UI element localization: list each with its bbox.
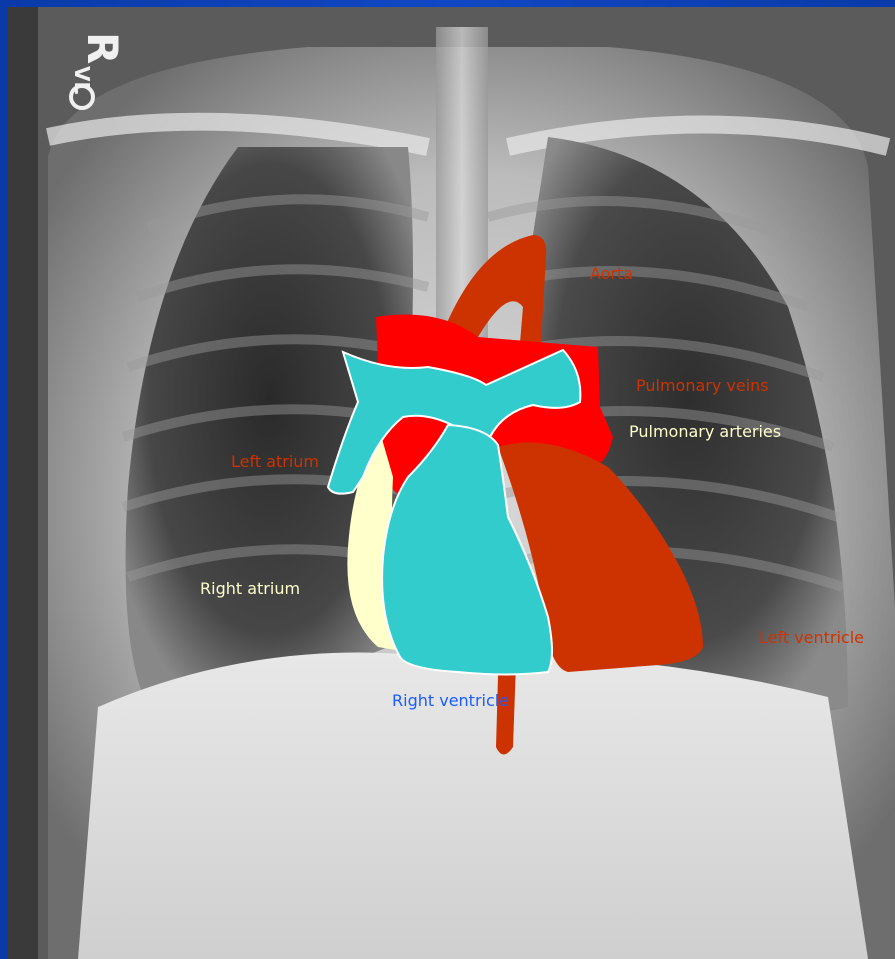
xray-drawing: R VL [8, 7, 895, 959]
label-right-ventricle: Right ventricle [392, 691, 509, 710]
chest-xray-image: R VL [8, 7, 895, 959]
marker-side: R [78, 32, 127, 64]
label-pulmonary-arteries: Pulmonary arteries [629, 422, 781, 441]
label-aorta: Aorta [590, 264, 633, 283]
label-left-ventricle: Left ventricle [759, 628, 895, 647]
label-left-atrium: Left atrium [231, 452, 319, 471]
label-pulmonary-veins: Pulmonary veins [636, 376, 769, 395]
label-right-atrium: Right atrium [200, 579, 300, 598]
